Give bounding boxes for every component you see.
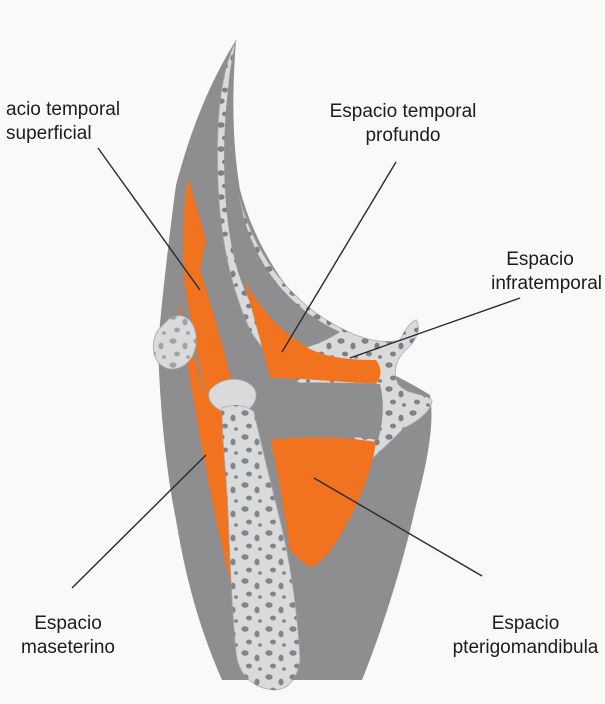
- label-pterigomandibular-line1: Espacio: [446, 612, 605, 636]
- leader-infratemporal: [350, 298, 520, 358]
- label-infratemporal-line2: infratemporal: [462, 272, 602, 296]
- label-pterigomandibular: Espacio pterigomandibula: [446, 612, 605, 660]
- label-temporal-superficial-line2: superficial: [6, 122, 120, 146]
- label-infratemporal: Espacio infratemporal: [462, 248, 602, 296]
- label-maseterino-line1: Espacio: [8, 612, 128, 636]
- label-temporal-superficial-line1: acio temporal: [6, 98, 120, 122]
- lateral-pterygoid: [256, 383, 383, 441]
- label-temporal-profundo: Espacio temporal profundo: [308, 100, 498, 148]
- label-temporal-profundo-line2: profundo: [308, 124, 498, 148]
- leader-temporal-profundo: [282, 162, 396, 352]
- label-infratemporal-line1: Espacio: [462, 248, 602, 272]
- label-pterigomandibular-line2: pterigomandibula: [446, 636, 605, 660]
- label-maseterino-line2: maseterino: [8, 636, 128, 660]
- label-maseterino: Espacio maseterino: [8, 612, 128, 660]
- label-temporal-profundo-line1: Espacio temporal: [308, 100, 498, 124]
- label-temporal-superficial: acio temporal superficial: [0, 98, 120, 146]
